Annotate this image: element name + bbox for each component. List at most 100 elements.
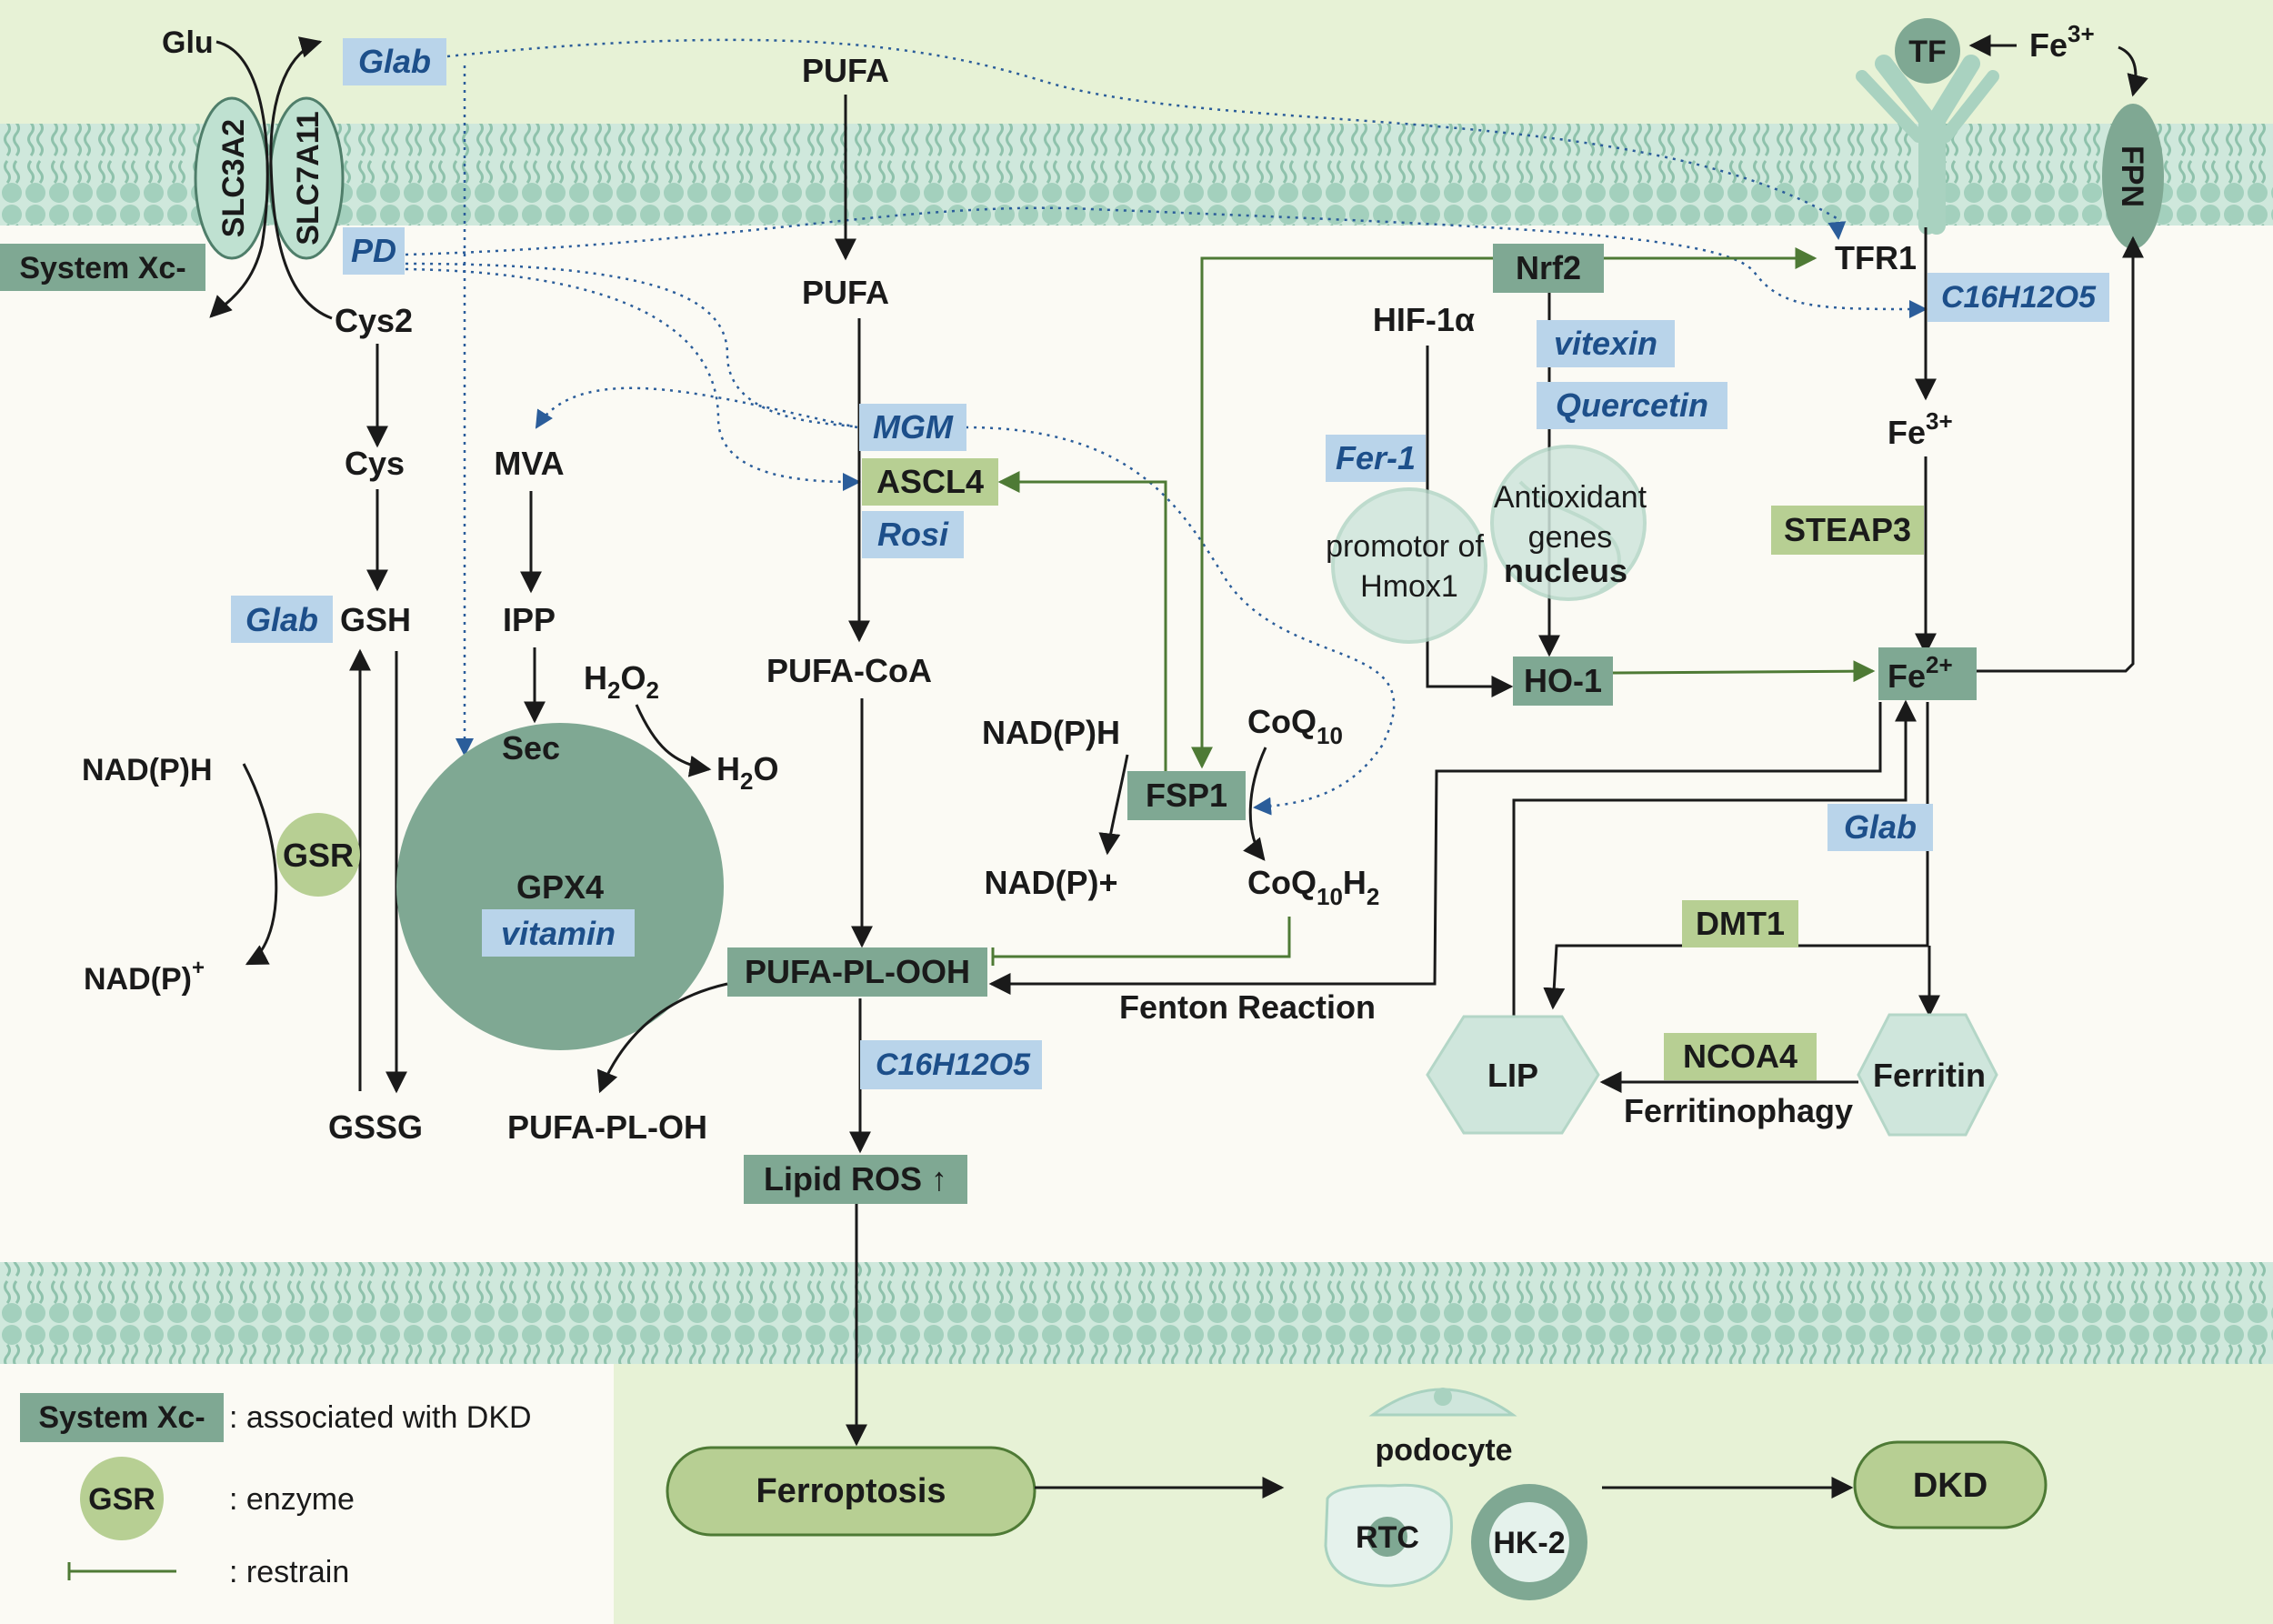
glu-export-arrow (209, 40, 269, 318)
fpn-protein (2102, 104, 2164, 249)
vitamin-drug-box (482, 909, 635, 957)
fenton-label: Fenton Reaction (1119, 988, 1376, 1026)
pufa-pl-oh-label: PUFA-PL-OH (507, 1108, 707, 1146)
pd-to-mgm-path (405, 262, 858, 429)
nrf2-label: Nrf2 (1516, 249, 1581, 286)
ooh-to-oh-arrow (596, 982, 728, 1094)
nucleus (1331, 445, 1647, 644)
hk2-label: HK-2 (1493, 1526, 1565, 1560)
legend-gsr-circle (80, 1457, 164, 1540)
promotor-circle (1331, 487, 1487, 644)
system-xc-label: System Xc- (19, 251, 185, 286)
rosi-drug-box (862, 511, 964, 558)
coq10-to-coq10h2-arrow (1243, 747, 1267, 861)
legend-gsr-label: GSR (88, 1482, 155, 1517)
cys2-label: Cys2 (335, 302, 413, 339)
antioxidant-label-line2: genes (1528, 520, 1613, 555)
lip-hexagon (1426, 1015, 1600, 1135)
gsr-cycle-arrow (242, 763, 278, 966)
fer1-drug: Fer-1 (1336, 439, 1416, 476)
h2o-label: H2O (716, 750, 778, 795)
pufa-mid-label: PUFA (802, 274, 889, 311)
ipp-label: IPP (503, 601, 556, 638)
fe3-mid-label: Fe3+ (1887, 407, 1953, 451)
glab-drug-box-right (1827, 804, 1933, 851)
fsp1-label: FSP1 (1146, 777, 1227, 814)
dna-helix-icon (1518, 480, 1621, 593)
fsp1-box (1127, 771, 1246, 820)
promotor-label-line1: promotor of (1326, 529, 1484, 564)
glu-label: Glu (162, 25, 214, 60)
mgm-drug-box (859, 404, 966, 451)
coq10-label: CoQ10 (1247, 703, 1343, 749)
fenton-reaction-arrow (988, 702, 1882, 995)
c16-drug-box-mid (860, 1040, 1042, 1089)
tf-protein (1895, 18, 1960, 84)
sec-label: Sec (502, 729, 560, 767)
ascl4-box (862, 458, 998, 506)
dmt1-label: DMT1 (1696, 905, 1785, 942)
gssg-label: GSSG (328, 1108, 423, 1146)
legend-enzyme-label: : enzyme (229, 1482, 355, 1517)
pufa-top-label: PUFA (802, 52, 889, 89)
gsr-label: GSR (283, 837, 354, 874)
hk2-lumen-icon (1489, 1502, 1569, 1582)
pd-drug: PD (351, 232, 396, 269)
nadp-mid-label: NAD(P)+ (984, 864, 1117, 901)
lipid-ros-label: Lipid ROS ↑ (764, 1160, 947, 1198)
nadph-mid-label: NAD(P)H (982, 714, 1120, 751)
fe3-top-label: Fe3+ (2029, 20, 2095, 64)
lip-label: LIP (1487, 1057, 1538, 1094)
ferritinophagy-label: Ferritinophagy (1624, 1092, 1853, 1129)
pufa-coa-label: PUFA-CoA (766, 652, 932, 689)
steap3-label: STEAP3 (1784, 511, 1911, 548)
podocyte-label: podocyte (1375, 1433, 1512, 1468)
nrf2-box (1493, 244, 1604, 293)
h2o2-to-h2o-arrow (635, 704, 712, 777)
gsr-enzyme (276, 813, 360, 897)
ncoa4-box (1664, 1033, 1817, 1080)
drug-target-paths (405, 38, 1928, 816)
fer1-drug-box (1326, 435, 1426, 482)
vitexin-drug-box (1537, 320, 1675, 367)
ho1-box (1513, 657, 1613, 706)
quercetin-drug: Quercetin (1556, 386, 1708, 424)
ferroptosis-label: Ferroptosis (756, 1472, 946, 1510)
quercetin-drug-box (1537, 382, 1727, 429)
glab-drug-right: Glab (1844, 808, 1917, 846)
pd-to-ascl4-path (405, 267, 861, 491)
hif-label: HIF-1α (1373, 301, 1475, 338)
mgm-to-fsp1-path (965, 426, 1396, 816)
lipid-ros-box (744, 1155, 967, 1204)
gpx4-label: GPX4 (516, 868, 604, 906)
plasma-membrane-top (0, 124, 2273, 226)
cys-label: Cys (345, 445, 405, 482)
ho1-label: HO-1 (1524, 662, 1602, 699)
mva-label: MVA (494, 445, 564, 482)
rtc-label: RTC (1356, 1520, 1419, 1555)
fe2-label: Fe2+ (1887, 651, 1953, 695)
fe2-box (1878, 647, 1977, 700)
fpn-export-arrow (2118, 45, 2148, 97)
cys2-import-arrow (269, 36, 333, 320)
fsp1-to-ascl4-arrow (997, 471, 1167, 771)
fe2-to-fpn-arrow (1977, 236, 2144, 673)
ascl4-label: ASCL4 (876, 463, 984, 500)
pufa-pl-ooh-box (727, 947, 987, 997)
nadph-to-nadp-arrow (1098, 754, 1129, 856)
legend-system-xc-label: System Xc- (38, 1400, 205, 1435)
fe2-to-lip-arrow (1543, 702, 1929, 1010)
ho1-to-fe2-arrow (1612, 660, 1876, 683)
slc7a11-label: SLC7A11 (291, 111, 325, 245)
vitamin-drug: vitamin (501, 915, 616, 952)
slc7a11-protein (268, 96, 345, 260)
slc3a2-label: SLC3A2 (216, 119, 251, 237)
rtc-nucleus-icon (1367, 1517, 1407, 1557)
tf-label: TF (1908, 35, 1947, 69)
lip-to-fe2-arrow (1512, 699, 1917, 1017)
nadph-left-label: NAD(P)H (82, 753, 213, 787)
dkd-label: DKD (1913, 1467, 1988, 1505)
coq10h2-restrain-line (993, 917, 1291, 958)
